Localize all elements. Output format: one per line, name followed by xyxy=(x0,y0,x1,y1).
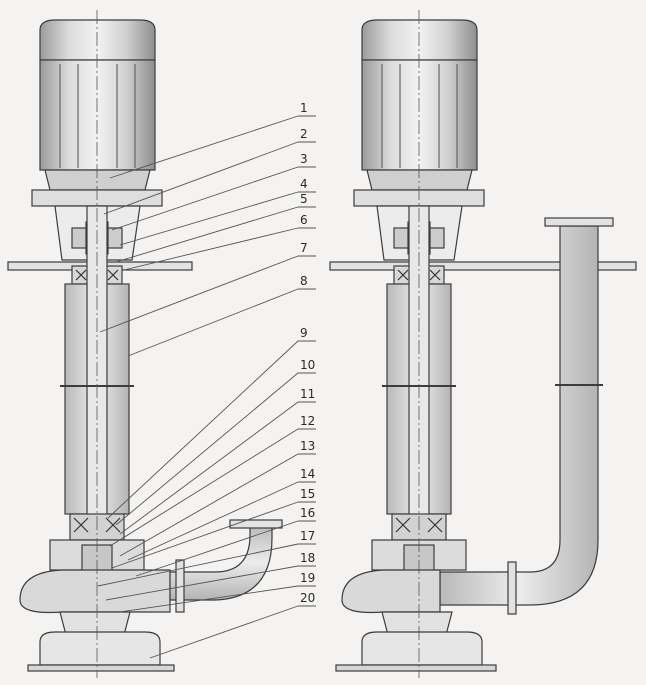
callout-label-3: 3 xyxy=(300,152,308,166)
volute-right xyxy=(335,569,497,672)
callout-label-15: 15 xyxy=(300,487,315,501)
callout-label-9: 9 xyxy=(300,326,308,340)
motor-left xyxy=(31,19,163,207)
callout-leader-10 xyxy=(115,372,299,526)
callout-leader-8 xyxy=(127,288,299,357)
callout-label-10: 10 xyxy=(300,358,315,372)
callout-label-7: 7 xyxy=(300,241,308,255)
callout-label-11: 11 xyxy=(300,387,315,401)
callout-leader-15 xyxy=(111,501,299,569)
callout-label-4: 4 xyxy=(300,177,308,191)
callout-label-1: 1 xyxy=(300,101,308,115)
callout-label-17: 17 xyxy=(300,529,315,543)
callout-label-2: 2 xyxy=(300,127,308,141)
motor-right xyxy=(353,19,485,207)
callout-label-6: 6 xyxy=(300,213,308,227)
callout-leader-19 xyxy=(119,585,299,613)
pump-left-assembly xyxy=(7,10,283,678)
callout-label-20: 20 xyxy=(300,591,315,605)
callout-leader-17 xyxy=(97,543,299,587)
callout-label-8: 8 xyxy=(300,274,308,288)
callout-leader-9 xyxy=(107,340,299,519)
callout-label-5: 5 xyxy=(300,192,308,206)
callout-leader-6 xyxy=(123,227,299,271)
callout-label-14: 14 xyxy=(300,467,315,481)
callout-leader-12 xyxy=(109,428,299,547)
callout-label-13: 13 xyxy=(300,439,315,453)
callout-label-18: 18 xyxy=(300,551,315,565)
discharge-riser-right xyxy=(439,217,614,615)
volute-left xyxy=(19,519,283,672)
callout-leader-7 xyxy=(99,255,299,333)
callout-leader-20 xyxy=(149,605,299,659)
callout-leader-14 xyxy=(127,481,299,561)
callout-leader-3 xyxy=(111,166,299,231)
callout-leader-11 xyxy=(119,401,299,535)
callout-leader-16 xyxy=(135,520,299,577)
callout-label-12: 12 xyxy=(300,414,315,428)
callout-label-16: 16 xyxy=(300,506,315,520)
callout-leader-2 xyxy=(103,141,299,215)
pump-right-assembly xyxy=(329,10,637,678)
callout-leader-4 xyxy=(119,191,299,246)
callout-leader-13 xyxy=(119,453,299,557)
callout-leader-1 xyxy=(109,115,299,179)
callout-leader-5 xyxy=(115,206,299,263)
callout-label-19: 19 xyxy=(300,571,315,585)
callout-leader-18 xyxy=(105,565,299,601)
